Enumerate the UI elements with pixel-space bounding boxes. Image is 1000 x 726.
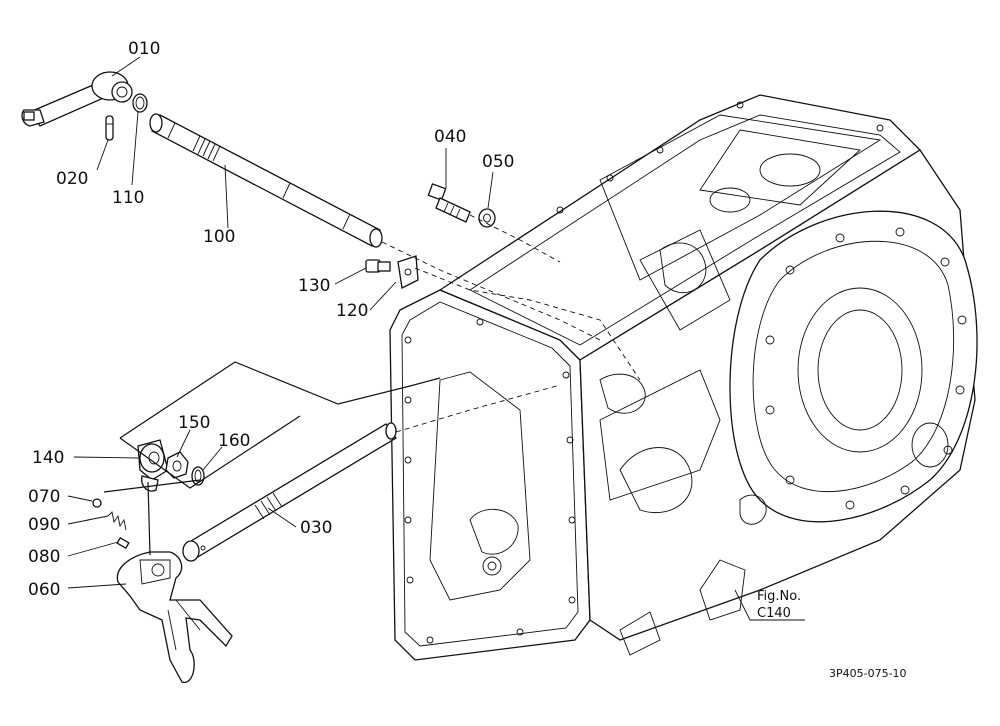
callout-060: 060 bbox=[28, 580, 60, 600]
leader-lines bbox=[67, 56, 805, 621]
shift-fork-060 bbox=[116, 551, 233, 683]
callout-070: 070 bbox=[28, 487, 60, 507]
shift-rod-030 bbox=[182, 422, 397, 562]
transmission-case bbox=[389, 94, 978, 661]
bolt-130 bbox=[365, 259, 391, 273]
o-ring-110 bbox=[132, 93, 148, 113]
shift-arm-010 bbox=[21, 71, 133, 127]
figure-ref-number: C140 bbox=[757, 606, 791, 621]
callout-150: 150 bbox=[178, 413, 210, 433]
rear-flange-bolt-holes bbox=[765, 227, 967, 510]
callout-050: 050 bbox=[482, 152, 514, 172]
callout-040: 040 bbox=[434, 127, 466, 147]
shift-joint-140 bbox=[137, 439, 169, 492]
callout-010: 010 bbox=[128, 39, 160, 59]
figure-ref-label: Fig.No. bbox=[757, 589, 801, 604]
nut-150 bbox=[165, 451, 189, 479]
flange-bolt-holes bbox=[404, 318, 576, 644]
callout-080: 080 bbox=[28, 547, 60, 567]
callout-160: 160 bbox=[218, 431, 250, 451]
detent-080 bbox=[116, 537, 130, 549]
callout-030: 030 bbox=[300, 518, 332, 538]
callout-100: 100 bbox=[203, 227, 235, 247]
callout-140: 140 bbox=[32, 448, 64, 468]
ball-070 bbox=[92, 498, 102, 508]
washer-050 bbox=[478, 208, 496, 228]
callout-110: 110 bbox=[112, 188, 144, 208]
spring-090 bbox=[107, 511, 127, 531]
spring-pin-020 bbox=[105, 115, 114, 141]
lock-plate-120 bbox=[397, 255, 419, 289]
shift-shaft-100 bbox=[149, 113, 383, 248]
bolt-040 bbox=[427, 183, 471, 223]
callout-090: 090 bbox=[28, 515, 60, 535]
assembly-lines bbox=[103, 214, 641, 556]
callout-020: 020 bbox=[56, 169, 88, 189]
drawing-code: 3P405-075-10 bbox=[829, 667, 907, 680]
callout-120: 120 bbox=[336, 301, 368, 321]
callout-130: 130 bbox=[298, 276, 330, 296]
